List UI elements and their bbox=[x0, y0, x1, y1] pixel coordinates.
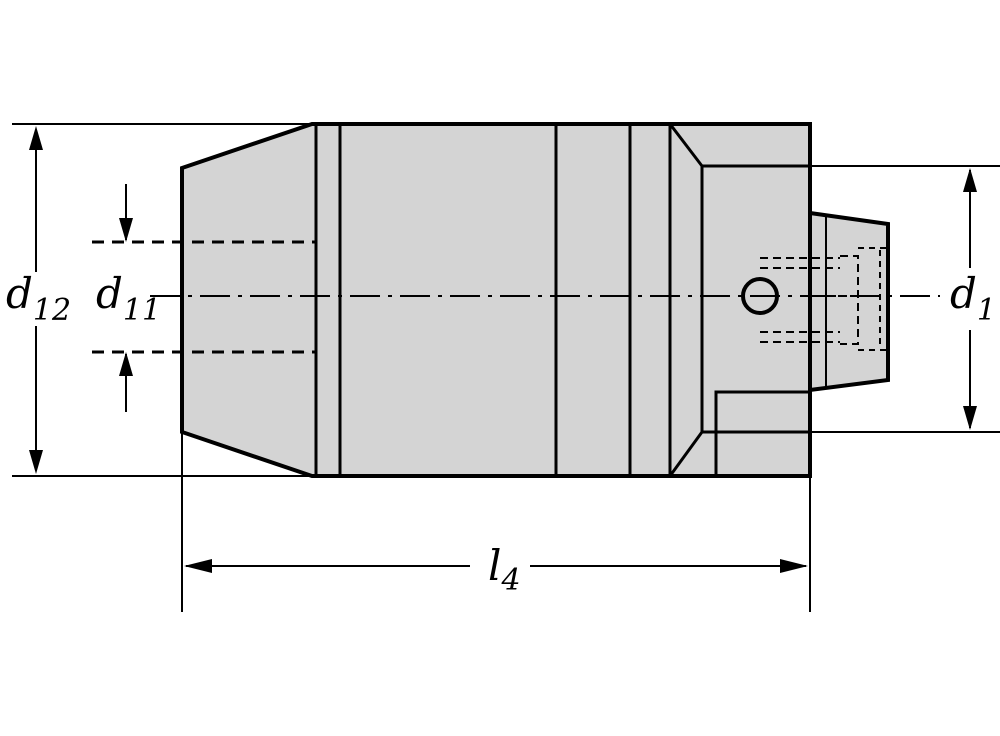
dimension-d1: d1 bbox=[945, 168, 1000, 430]
l4-label: l4 bbox=[488, 541, 521, 598]
d12-subscript: 12 bbox=[33, 293, 71, 328]
l4-arrow-right bbox=[780, 559, 808, 573]
d11-arrow-top bbox=[119, 218, 133, 242]
pilot-outline bbox=[808, 210, 890, 393]
l4-arrow-left bbox=[184, 559, 212, 573]
d1-arrow-bottom bbox=[963, 406, 977, 430]
chamfer-bottom bbox=[668, 431, 704, 477]
d11-label: d11 bbox=[96, 269, 161, 328]
dimension-d12: d12 bbox=[6, 126, 71, 474]
key-flat bbox=[714, 390, 810, 476]
d12-arrow-top bbox=[29, 126, 43, 150]
dimension-d11: d11 bbox=[96, 184, 161, 412]
d11-subscript: 11 bbox=[123, 293, 161, 328]
chamfer-top bbox=[668, 123, 704, 167]
d12-label: d12 bbox=[6, 269, 71, 328]
d1-label-bg bbox=[945, 270, 1000, 326]
d1-label: d1 bbox=[950, 269, 996, 328]
d1-subscript: 1 bbox=[977, 293, 996, 328]
d12-arrow-bottom bbox=[29, 450, 43, 474]
tool-body bbox=[92, 122, 890, 478]
dimension-l4: l4 bbox=[184, 541, 808, 598]
d1-arrow-top bbox=[963, 168, 977, 192]
l4-subscript: 4 bbox=[500, 563, 520, 598]
extension-lines bbox=[12, 123, 1000, 612]
d11-arrow-bottom bbox=[119, 352, 133, 376]
